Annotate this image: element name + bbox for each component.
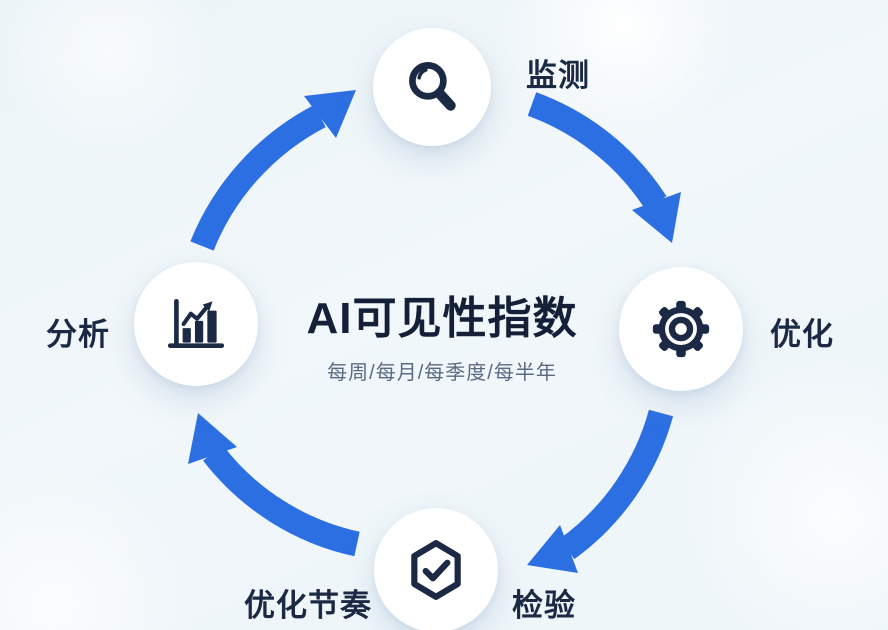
bar-chart-icon [167, 298, 225, 348]
hexagon-check-icon [411, 540, 461, 600]
center-text-block: AI可见性指数 每周/每月/每季度/每半年 [262, 294, 622, 385]
arrow-verify-to-analyze [188, 413, 360, 557]
node-optimize [619, 267, 743, 391]
label-optimize: 优化 [770, 317, 834, 352]
node-analyze [134, 262, 258, 386]
label-verify: 检验 [512, 588, 576, 623]
label-analyze: 分析 [46, 317, 110, 352]
node-monitor [373, 28, 491, 146]
diagram-subtitle: 每周/每月/每季度/每半年 [327, 361, 557, 384]
gear-icon [652, 300, 710, 358]
magnifier-search-icon [409, 61, 456, 111]
label-monitor: 监测 [526, 58, 590, 93]
arrow-monitor-to-optimize [527, 92, 681, 243]
arrow-analyze-to-monitor [190, 90, 356, 251]
arrow-optimize-to-verify [527, 409, 674, 573]
label-optimization-cadence: 优化节奏 [244, 588, 372, 623]
node-verify [374, 508, 498, 630]
diagram-title: AI可见性指数 [306, 294, 578, 343]
